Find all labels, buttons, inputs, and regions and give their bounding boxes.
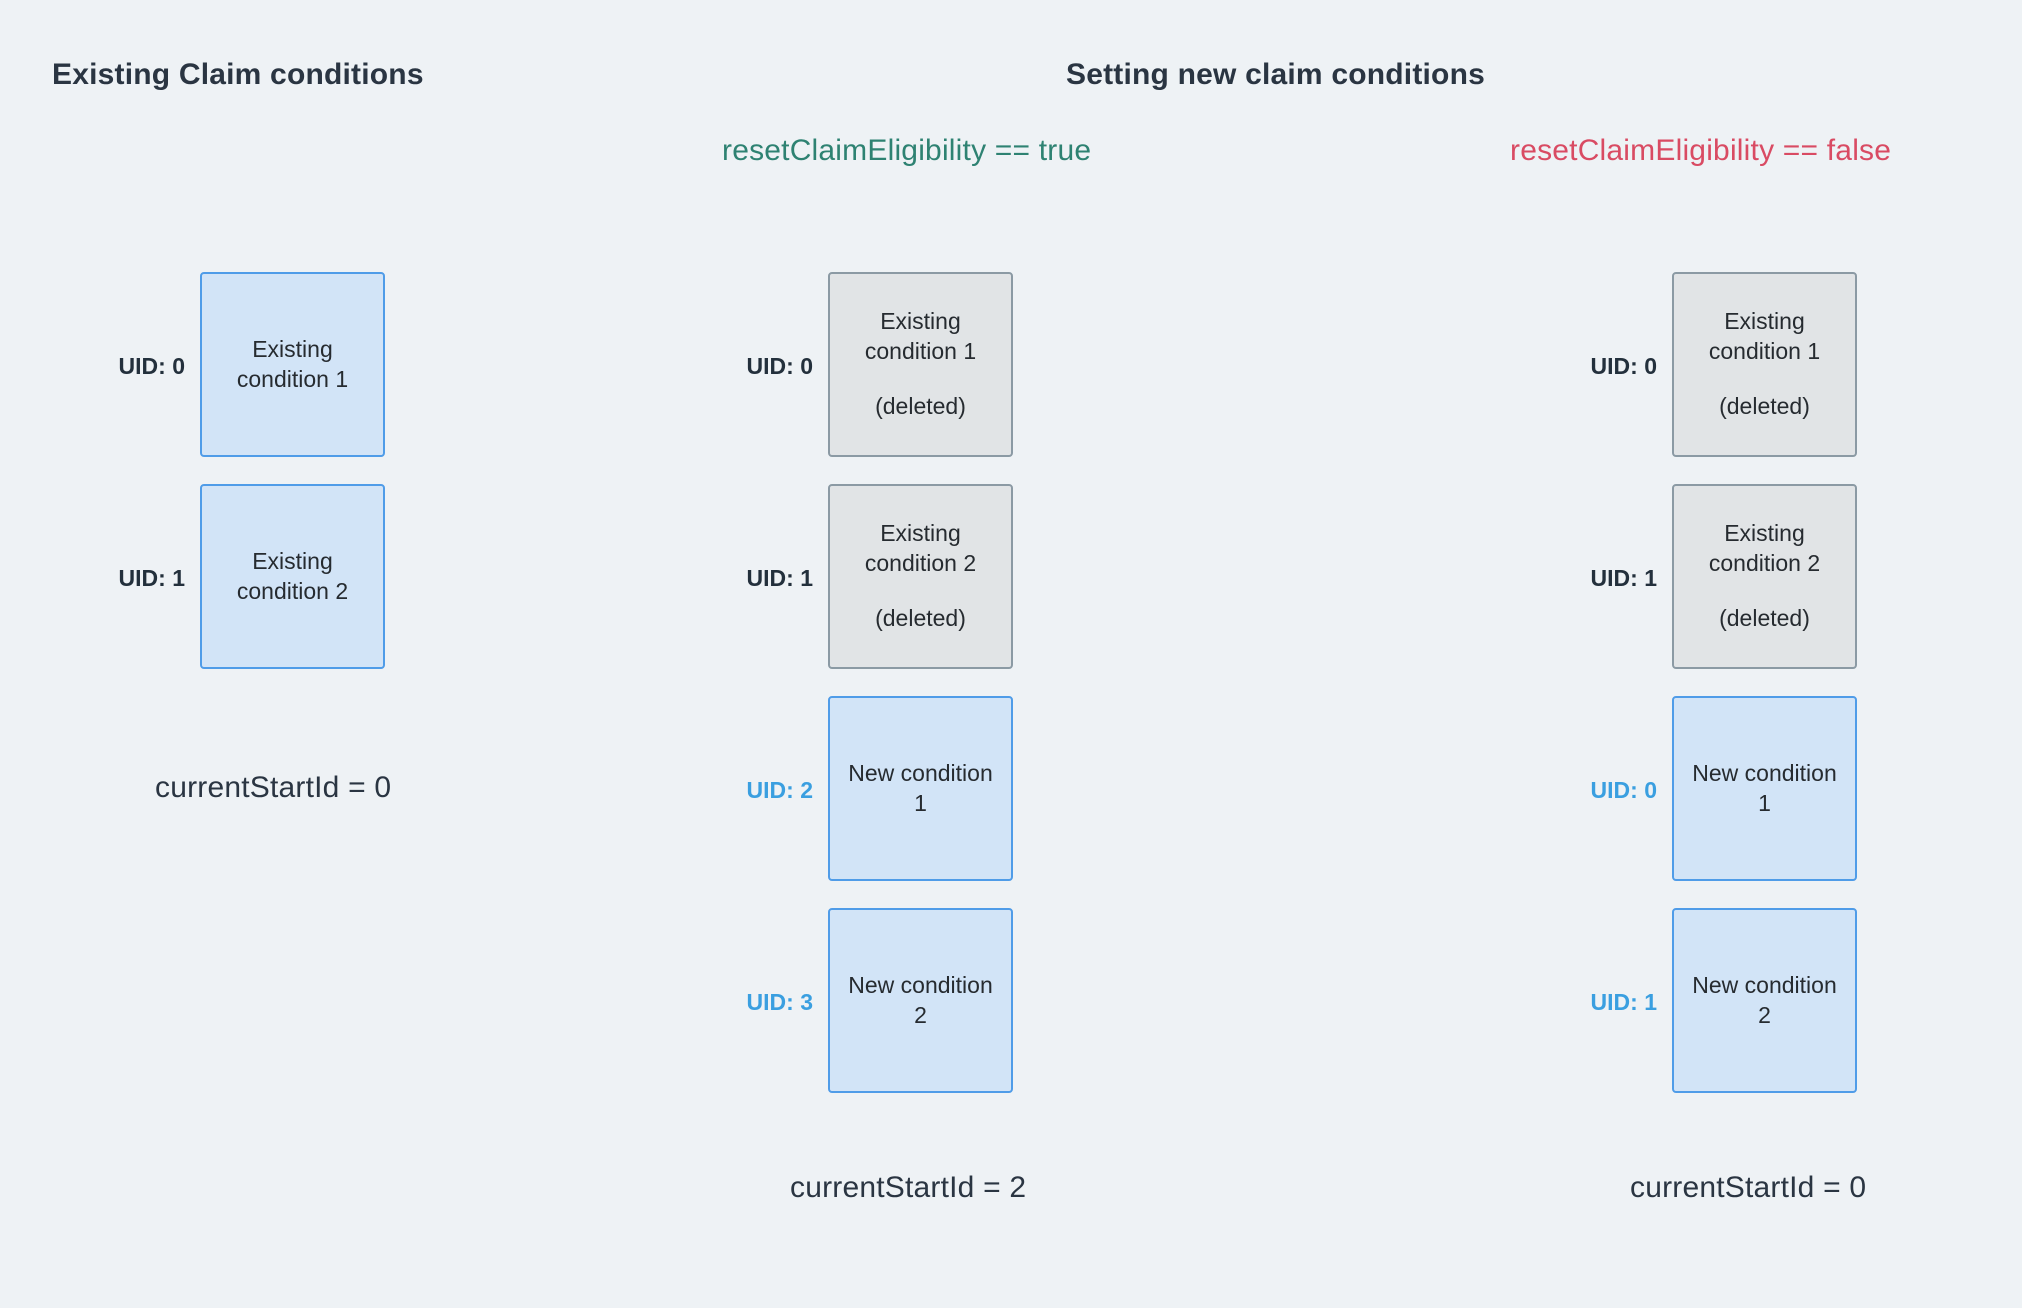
uid-label: UID: 0: [1590, 777, 1657, 803]
condition-expression-false: resetClaimEligibility == false: [1510, 134, 1892, 167]
page-title-new-conditions: Setting new claim conditions: [1066, 58, 1485, 91]
condition-box-title: Existing condition 2: [864, 520, 977, 576]
condition-box-title: Existing condition 1: [1708, 308, 1821, 364]
condition-box-title: Existing condition 1: [864, 308, 977, 364]
uid-label: UID: 1: [118, 565, 185, 591]
current-start-id-reset-true: currentStartId = 2: [790, 1171, 1027, 1204]
condition-box-status: (deleted): [1719, 605, 1810, 632]
condition-box-title: Existing condition 2: [236, 548, 349, 604]
condition-box: Existing condition 2 (deleted): [828, 484, 1013, 669]
uid-label: UID: 1: [1590, 565, 1657, 591]
condition-box: Existing condition 1 (deleted): [828, 272, 1013, 457]
uid-label: UID: 3: [746, 989, 813, 1015]
condition-box-title: New condition 1: [1692, 760, 1837, 816]
condition-box-status: (deleted): [875, 605, 966, 632]
condition-box-status: (deleted): [1719, 393, 1810, 420]
condition-box-status: (deleted): [875, 393, 966, 420]
uid-label: UID: 2: [746, 777, 813, 803]
condition-expression-true: resetClaimEligibility == true: [722, 134, 1092, 167]
condition-box: New condition 2: [1672, 908, 1857, 1093]
condition-box: Existing condition 1 (deleted): [1672, 272, 1857, 457]
condition-box: Existing condition 2: [200, 484, 385, 669]
condition-box-title: New condition 2: [848, 972, 993, 1028]
condition-box-title: New condition 2: [1692, 972, 1837, 1028]
condition-box: New condition 1: [828, 696, 1013, 881]
condition-box-title: Existing condition 1: [236, 336, 349, 392]
current-start-id-reset-false: currentStartId = 0: [1630, 1171, 1867, 1204]
uid-label: UID: 1: [1590, 989, 1657, 1015]
uid-label: UID: 0: [1590, 353, 1657, 379]
current-start-id-existing: currentStartId = 0: [155, 771, 392, 804]
condition-box: New condition 1: [1672, 696, 1857, 881]
condition-box-title: Existing condition 2: [1708, 520, 1821, 576]
condition-box: New condition 2: [828, 908, 1013, 1093]
uid-label: UID: 1: [746, 565, 813, 591]
uid-label: UID: 0: [746, 353, 813, 379]
page-title-existing-conditions: Existing Claim conditions: [52, 58, 424, 91]
condition-box-title: New condition 1: [848, 760, 993, 816]
condition-box: Existing condition 1: [200, 272, 385, 457]
condition-box: Existing condition 2 (deleted): [1672, 484, 1857, 669]
uid-label: UID: 0: [118, 353, 185, 379]
